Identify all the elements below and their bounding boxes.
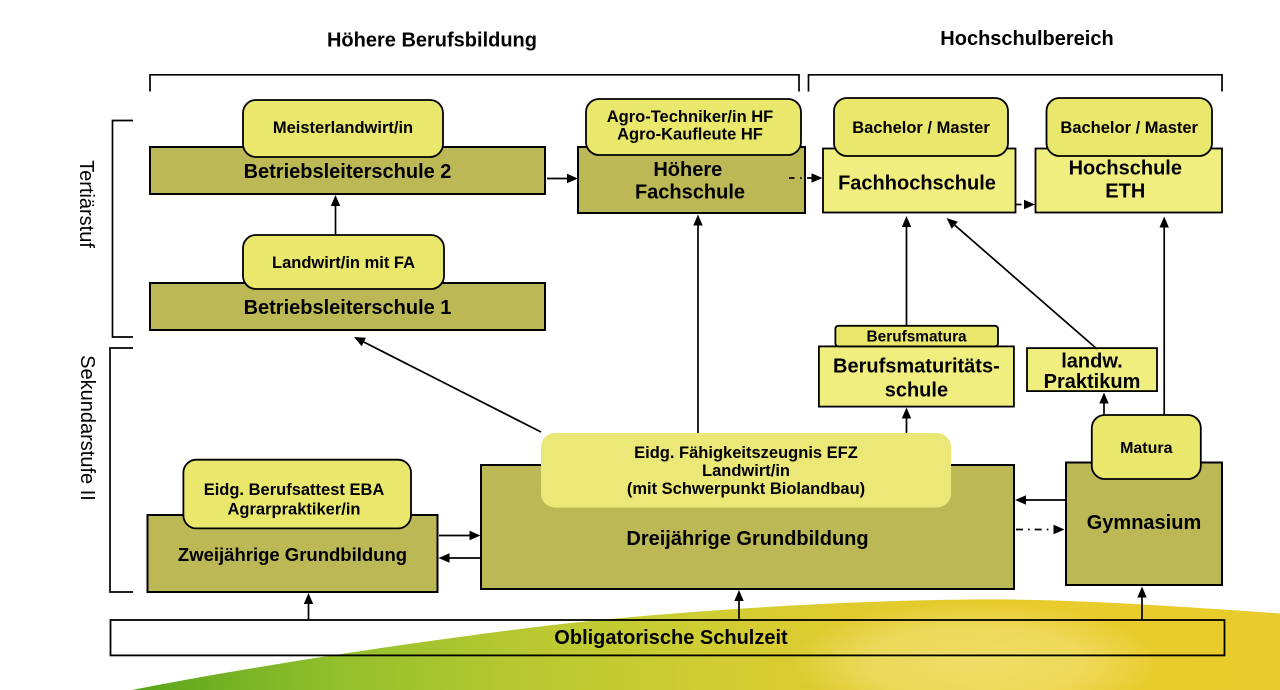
svg-text:Zweijährige Grundbildung: Zweijährige Grundbildung [178,544,407,565]
svg-text:Landwirt/in: Landwirt/in [702,462,790,480]
svg-text:Praktikum: Praktikum [1044,371,1141,393]
svg-text:schule: schule [885,380,948,402]
svg-text:Agro-Techniker/in HF: Agro-Techniker/in HF [607,108,774,126]
svg-text:Fachhochschule: Fachhochschule [838,173,996,195]
svg-text:(mit Schwerpunkt Biolandbau): (mit Schwerpunkt Biolandbau) [627,480,865,498]
svg-text:Sekundarstufe II: Sekundarstufe II [76,355,98,501]
svg-text:Dreijährige Grundbildung: Dreijährige Grundbildung [626,528,868,550]
svg-text:Betriebsleiterschule 2: Betriebsleiterschule 2 [244,161,452,183]
svg-text:Eidg. Berufsattest EBA: Eidg. Berufsattest EBA [204,481,385,499]
svg-text:Gymnasium: Gymnasium [1087,512,1201,534]
svg-text:Berufsmatura: Berufsmatura [867,329,968,346]
svg-text:ETH: ETH [1105,181,1145,203]
svg-text:Obligatorische Schulzeit: Obligatorische Schulzeit [554,627,788,649]
svg-text:Bachelor / Master: Bachelor / Master [852,119,990,137]
svg-text:landw.: landw. [1061,351,1122,373]
svg-text:Berufsmaturitäts-: Berufsmaturitäts- [833,356,1000,378]
svg-text:Hochschulbereich: Hochschulbereich [940,28,1113,50]
svg-text:Höhere Fachschule: Höhere Fachschule [635,159,745,204]
svg-text:Höhere Berufsbildung: Höhere Berufsbildung [327,30,537,52]
svg-text:Matura: Matura [1120,440,1173,457]
svg-text:Bachelor / Master: Bachelor / Master [1060,119,1198,137]
svg-text:Eidg. Fähigkeitszeugnis EFZ: Eidg. Fähigkeitszeugnis EFZ [634,444,858,462]
svg-text:Landwirt/in mit FA: Landwirt/in mit FA [272,254,415,272]
svg-text:Tertiärstuf: Tertiärstuf [75,160,97,248]
svg-text:Betriebsleiterschule 1: Betriebsleiterschule 1 [244,297,452,319]
svg-text:Agrarpraktiker/in: Agrarpraktiker/in [228,501,361,519]
svg-text:Hochschule: Hochschule [1069,158,1182,180]
svg-text:Meisterlandwirt/in: Meisterlandwirt/in [273,119,413,137]
svg-text:Agro-Kaufleute HF: Agro-Kaufleute HF [617,126,763,144]
